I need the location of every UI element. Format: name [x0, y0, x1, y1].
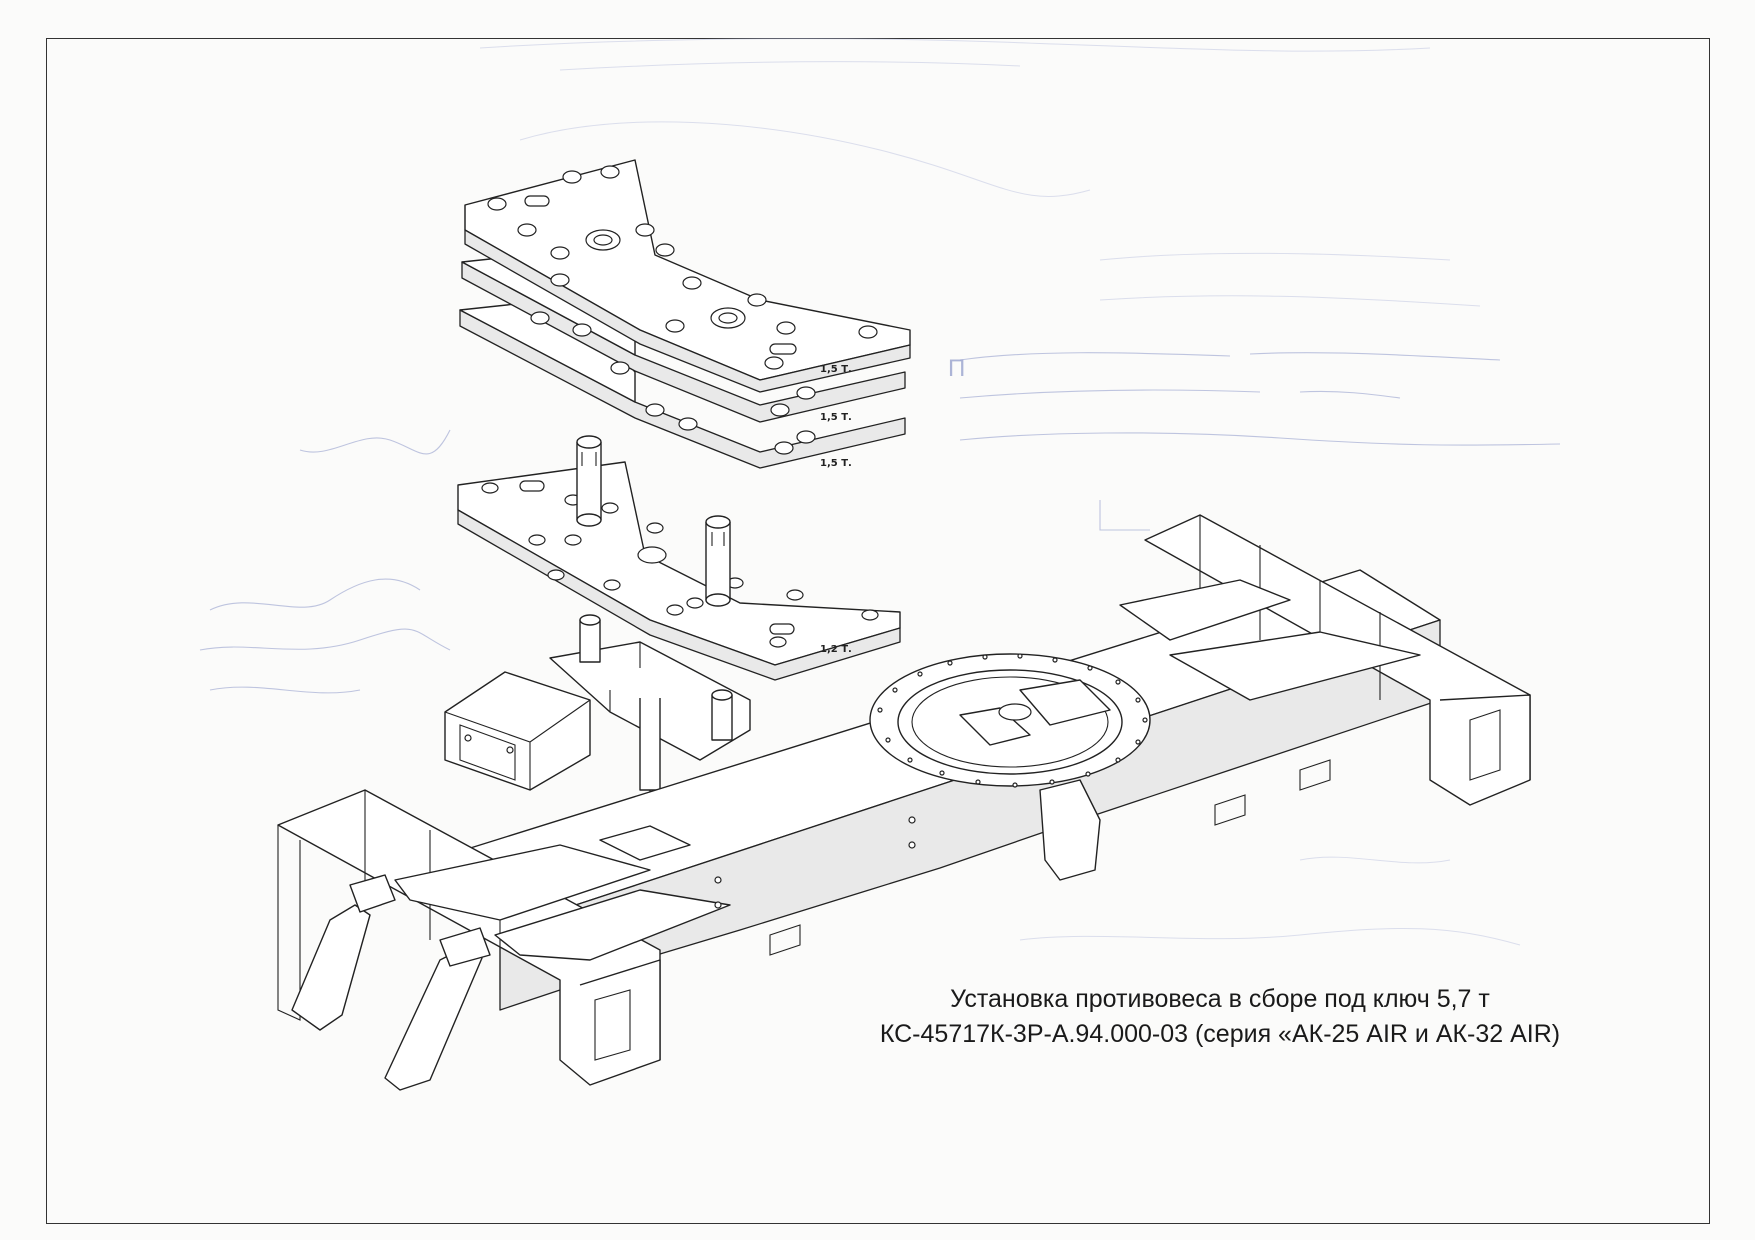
- bolt-hole: [517, 223, 537, 237]
- bolt-hole: [682, 276, 702, 290]
- handwritten-letter: П: [948, 355, 965, 382]
- counterweight-base-plate: 1,2 Т.: [457, 435, 901, 681]
- slot-hole: [769, 343, 797, 355]
- electrical-box: [444, 671, 591, 791]
- counterweight-plate-1: 1,5 Т.: [464, 159, 911, 393]
- plate-label: 1,5 Т.: [820, 458, 852, 469]
- mounting-bracket: [549, 614, 751, 861]
- bolt-hole: [776, 321, 796, 335]
- bolt-hole: [764, 356, 784, 370]
- counterweight-plate-stack: 1,5 Т. 1,5 Т.: [459, 159, 911, 469]
- guide-pin: [576, 435, 602, 527]
- drawing-frame: [46, 38, 1710, 1224]
- lifting-eye-inner: [593, 234, 613, 246]
- guide-pin: [705, 515, 731, 607]
- bolt-hole: [635, 223, 655, 237]
- bolt-hole: [550, 273, 570, 287]
- lifting-eye-inner: [718, 312, 738, 324]
- bolt-hole: [655, 243, 675, 257]
- drawing-part-number: КС-45717К-3Р-А.94.000-03 (серия «АК-25 A…: [879, 1020, 1561, 1048]
- bolt-hole: [600, 165, 620, 179]
- plate-label: 1,2 Т.: [820, 644, 852, 655]
- plate-label: 1,5 Т.: [820, 364, 852, 375]
- slewing-ring-bolts: [877, 653, 1148, 788]
- bolt-hole: [858, 325, 878, 339]
- bolt-hole: [665, 319, 685, 333]
- drawing-title: Установка противовеса в сборе под ключ 5…: [950, 985, 1490, 1013]
- bolt-hole: [562, 170, 582, 184]
- chassis-frame: [277, 514, 1531, 1091]
- bolt-hole: [550, 246, 570, 260]
- bolt-hole: [747, 293, 767, 307]
- bolt-hole: [487, 197, 507, 211]
- slot-hole: [524, 195, 550, 207]
- plate-label: 1,5 Т.: [820, 412, 852, 423]
- handwritten-notes: П: [199, 38, 1561, 946]
